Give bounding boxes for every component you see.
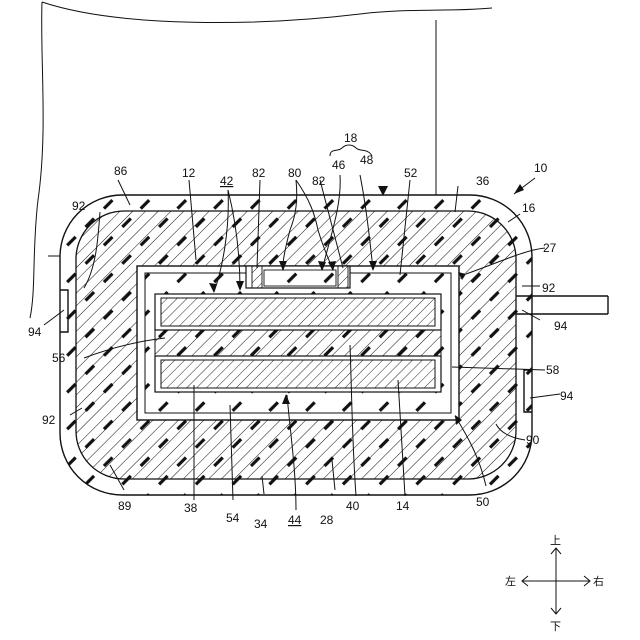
ref-12: 12 [182,166,196,180]
ref-36: 36 [476,174,490,188]
direction-right-label: 右 [593,574,604,588]
ref-80: 80 [288,166,302,180]
ref-54: 54 [226,511,240,525]
ref-94-right-lower: 94 [560,389,574,403]
ref-82-right: 82 [312,174,326,188]
ref-44: 44 [288,513,302,527]
direction-left-label: 左 [505,575,516,588]
ref-46: 46 [332,158,346,172]
ref-86: 86 [114,164,128,178]
ref-94-left: 94 [28,325,42,339]
ref-18: 18 [344,131,358,145]
ref-40: 40 [346,499,360,513]
upper-conductor-core [161,298,435,326]
ref-92-right: 92 [542,281,556,295]
ref-92-bottom-left: 92 [42,413,56,427]
direction-compass: 上 下 左 右 [505,534,604,633]
top-wrap-curve [42,2,492,23]
ref-52: 52 [404,166,418,180]
outer-wrap-outline [30,2,43,318]
ref-90: 90 [526,433,540,447]
middle-core-band [155,330,441,356]
ref-48: 48 [360,153,374,167]
ref-14: 14 [396,499,410,513]
lower-conductor-core [161,360,435,388]
ref-92-top-left: 92 [72,199,86,213]
ref-34: 34 [254,517,268,531]
ref-42: 42 [220,174,234,188]
direction-down-label: 下 [550,620,561,633]
arrow-10 [514,184,524,194]
ref-16: 16 [522,201,536,215]
ref-27: 27 [543,241,557,255]
ref-38: 38 [184,501,198,515]
ref-50: 50 [476,495,490,509]
rib-82-left [252,266,262,288]
ref-89: 89 [118,499,132,513]
direction-up-label: 上 [550,534,561,547]
ref-10: 10 [534,161,548,175]
ref-28: 28 [320,513,334,527]
ref-94-right-upper: 94 [554,319,568,333]
ref-82-left: 82 [252,166,266,180]
rib-82-right [338,266,348,288]
top-opening-inner [264,270,336,286]
ref-56: 56 [52,351,66,365]
ref-58: 58 [546,363,560,377]
